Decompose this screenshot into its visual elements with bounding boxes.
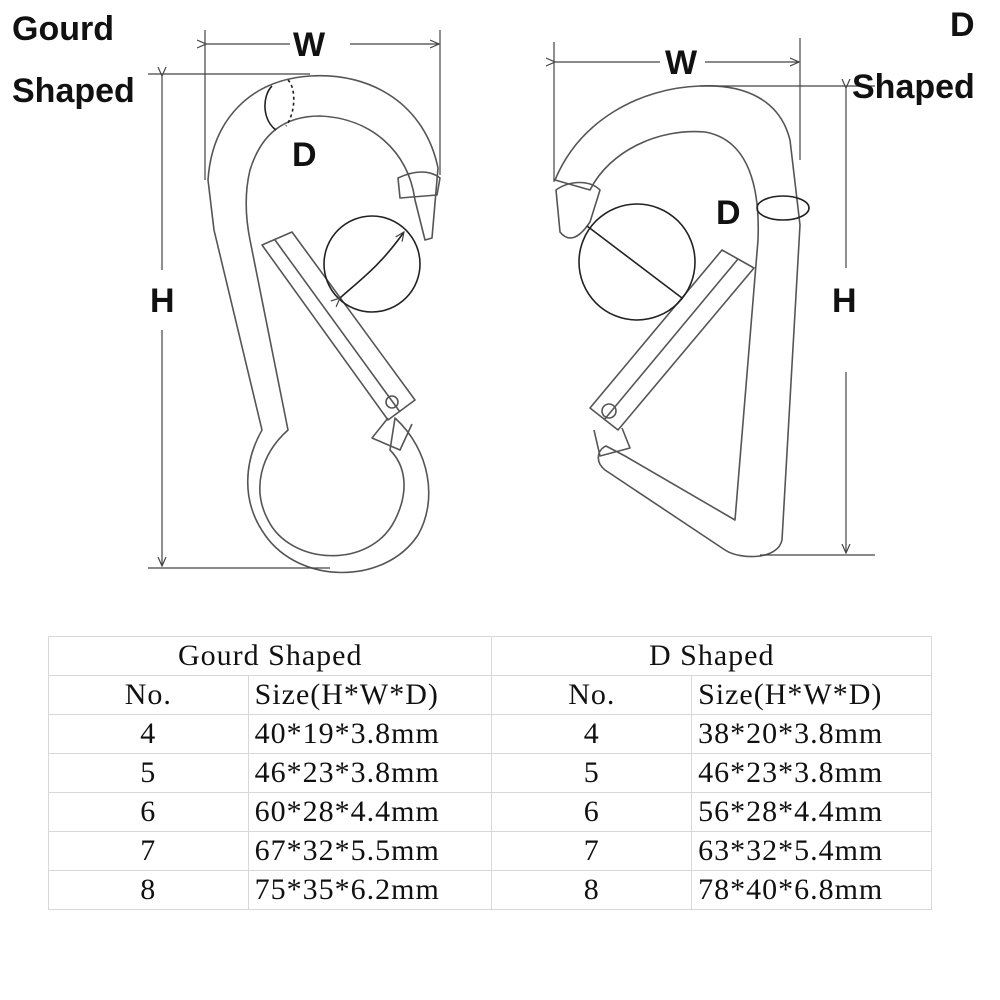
gourd-gate-pin — [385, 395, 399, 409]
d-size: 46*23*3.8mm — [691, 753, 932, 793]
gourd-height-label: H — [150, 282, 175, 320]
d-body-outline — [554, 85, 801, 558]
gourd-gate-bar — [261, 231, 416, 421]
table-header-row: Gourd Shaped D Shaped — [47, 636, 932, 676]
gourd-size: 60*28*4.4mm — [247, 792, 493, 832]
d-carabiner-drawing — [554, 85, 810, 558]
gourd-width-label: W — [293, 26, 326, 64]
d-opening-circle — [578, 203, 696, 321]
d-title-line1: D — [950, 6, 975, 44]
d-col-size: Size(H*W*D) — [691, 675, 932, 715]
d-diameter-label: D — [716, 194, 741, 232]
gourd-no: 4 — [48, 714, 249, 754]
gourd-no: 7 — [48, 831, 249, 871]
d-no: 7 — [491, 831, 693, 871]
gourd-size: 46*23*3.8mm — [247, 753, 493, 793]
table-column-row: No. Size(H*W*D) No. Size(H*W*D) — [48, 675, 932, 715]
table-row: 8 75*35*6.2mm 8 78*40*6.8mm — [48, 870, 932, 910]
d-size: 78*40*6.8mm — [691, 870, 932, 910]
gourd-dimension-lines — [148, 30, 441, 569]
gourd-size: 75*35*6.2mm — [247, 870, 493, 910]
gourd-col-size: Size(H*W*D) — [247, 675, 493, 715]
gourd-col-no: No. — [48, 675, 249, 715]
d-gate-nose — [555, 181, 601, 239]
gourd-carabiner-drawing — [207, 74, 441, 574]
gourd-gate-nose — [397, 171, 441, 199]
d-no: 8 — [491, 870, 693, 910]
d-height-label: H — [832, 282, 857, 320]
d-col-no: No. — [491, 675, 693, 715]
gourd-opening-circle — [323, 215, 421, 313]
gourd-no: 8 — [48, 870, 249, 910]
table-row: 5 46*23*3.8mm 5 46*23*3.8mm — [48, 753, 932, 793]
gourd-no: 5 — [48, 753, 249, 793]
gourd-size: 67*32*5.5mm — [247, 831, 493, 871]
gourd-title-line1: Gourd — [12, 10, 114, 48]
d-dimension-lines — [554, 38, 875, 556]
table-row: 7 67*32*5.5mm 7 63*32*5.4mm — [48, 831, 932, 871]
d-no: 5 — [491, 753, 693, 793]
d-gate-bar — [589, 249, 755, 431]
d-d-ring-marker — [756, 195, 810, 221]
d-no: 4 — [491, 714, 693, 754]
d-width-label: W — [665, 44, 698, 82]
d-title-line2: Shaped — [852, 68, 975, 106]
carabiner-diagram — [148, 30, 875, 574]
gourd-body-outline — [207, 74, 439, 574]
gourd-no: 6 — [48, 792, 249, 832]
d-size: 38*20*3.8mm — [691, 714, 932, 754]
d-no: 6 — [491, 792, 693, 832]
gourd-d-ring-marker — [264, 85, 277, 131]
size-spec-table: Gourd Shaped D Shaped No. Size(H*W*D) No… — [47, 636, 932, 910]
gourd-diameter-label: D — [292, 136, 317, 174]
d-table-header: D Shaped — [491, 636, 932, 676]
d-size: 56*28*4.4mm — [691, 792, 932, 832]
d-gate-pin — [601, 403, 617, 419]
table-row: 6 60*28*4.4mm 6 56*28*4.4mm — [48, 792, 932, 832]
gourd-size: 40*19*3.8mm — [247, 714, 493, 754]
table-row: 4 40*19*3.8mm 4 38*20*3.8mm — [48, 714, 932, 754]
d-size: 63*32*5.4mm — [691, 831, 932, 871]
gourd-table-header: Gourd Shaped — [47, 636, 493, 676]
gourd-title-line2: Shaped — [12, 72, 135, 110]
